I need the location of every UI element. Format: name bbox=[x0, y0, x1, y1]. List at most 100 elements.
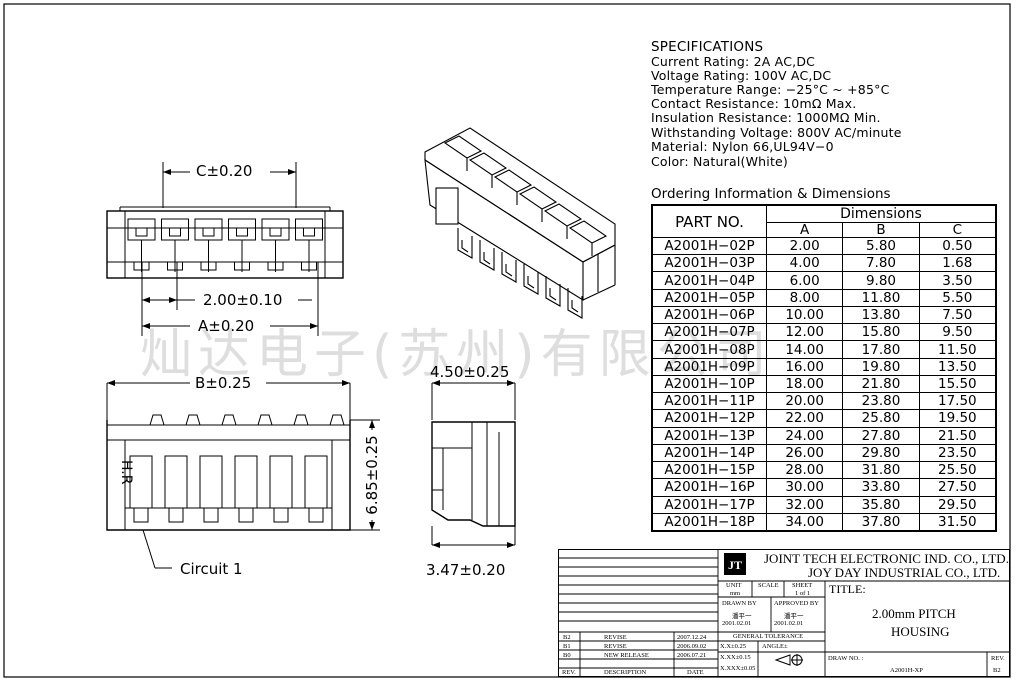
dimension-cell: 21.80 bbox=[842, 374, 920, 394]
dimension-cell: 25.80 bbox=[842, 409, 920, 428]
bottom-slot bbox=[304, 455, 328, 509]
part-no-cell: A2001H−09P bbox=[652, 357, 767, 376]
description-column-header: DESCRIPTION bbox=[604, 669, 647, 676]
dimension-cell: 30.00 bbox=[765, 478, 844, 497]
rib bbox=[568, 220, 608, 244]
part-no-cell: A2001H−05P bbox=[652, 288, 767, 307]
dim-depth-label: 4.50±0.25 bbox=[430, 363, 510, 381]
dimension-cell: 31.80 bbox=[842, 461, 920, 480]
spec-line: Material: Nylon 66,UL94V−0 bbox=[651, 139, 834, 154]
spec-line: Voltage Rating: 100V AC,DC bbox=[651, 68, 832, 83]
dimension-cell: 4.00 bbox=[765, 254, 844, 273]
part-no-cell: A2001H−08P bbox=[652, 340, 767, 359]
part-no-cell: A2001H−11P bbox=[652, 392, 767, 411]
dim-a-label: A±0.20 bbox=[198, 317, 255, 335]
part-no-cell: A2001H−06P bbox=[652, 305, 767, 325]
revision-desc: NEW RELEASE bbox=[604, 652, 649, 659]
pin-slot bbox=[161, 218, 189, 241]
pin-slot bbox=[295, 218, 323, 241]
revision-rev: B2 bbox=[563, 634, 571, 641]
dimension-cell: 2.00 bbox=[765, 236, 844, 256]
pin-window bbox=[202, 227, 215, 237]
revision-desc: REVISE bbox=[604, 643, 627, 650]
pin-slot bbox=[127, 218, 156, 241]
dimension-cell: 5.80 bbox=[842, 236, 920, 256]
dimension-cell: 13.80 bbox=[842, 305, 920, 325]
dimension-cell: 16.00 bbox=[765, 357, 844, 376]
dimension-cell: 11.50 bbox=[918, 340, 997, 359]
tolerance-x: X.X±0.25 bbox=[720, 643, 746, 650]
part-no-cell: A2001H−15P bbox=[652, 461, 767, 480]
rib bbox=[543, 203, 583, 227]
unit-value: mm bbox=[730, 590, 741, 597]
rib bbox=[468, 152, 508, 176]
tolerance-xx: X.XX±0.15 bbox=[720, 654, 751, 661]
angle-label: ANGLE± bbox=[762, 643, 788, 650]
pin-slot bbox=[228, 218, 256, 241]
revision-rev: B1 bbox=[563, 643, 571, 650]
tolerance-xxx: X.XXX±0.05 bbox=[720, 665, 756, 672]
dimension-cell: 17.50 bbox=[918, 392, 997, 411]
rev-value: B2 bbox=[993, 667, 1001, 674]
bottom-slot bbox=[199, 455, 223, 509]
company-logo-icon: JT bbox=[724, 553, 746, 575]
spec-heading: SPECIFICATIONS bbox=[651, 39, 764, 55]
dimension-cell: 37.80 bbox=[842, 512, 920, 532]
dimension-cell: 19.50 bbox=[918, 409, 997, 428]
dimension-cell: 33.80 bbox=[842, 478, 920, 497]
dimension-cell: 25.50 bbox=[918, 461, 997, 480]
isometric-view bbox=[424, 127, 616, 319]
title-block bbox=[558, 549, 1010, 677]
dimension-cell: 28.00 bbox=[765, 461, 844, 480]
col-c-header: C bbox=[918, 222, 997, 238]
part-no-cell: A2001H−03P bbox=[652, 254, 767, 273]
col-a-header: A bbox=[765, 222, 844, 238]
part-no-cell: A2001H−04P bbox=[652, 271, 767, 290]
dimension-cell: 12.00 bbox=[765, 323, 844, 342]
date-column-header: DATE bbox=[687, 669, 704, 676]
spec-line: Temperature Range: −25°C ~ +85°C bbox=[651, 82, 890, 97]
sheet-label: SHEET bbox=[792, 582, 813, 589]
company-name-1: JOINT TECH ELECTRONIC IND. CO., LTD. bbox=[764, 551, 1009, 566]
top-tooth bbox=[149, 414, 165, 426]
top-tooth bbox=[185, 414, 201, 426]
part-no-cell: A2001H−16P bbox=[652, 478, 767, 497]
dimension-cell: 3.50 bbox=[918, 271, 997, 290]
sheet-border bbox=[3, 3, 1011, 678]
approved-by-name: 潘平一 bbox=[784, 613, 804, 620]
pin-slot bbox=[194, 218, 223, 241]
spec-line: Insulation Resistance: 1000MΩ Min. bbox=[651, 110, 881, 125]
bottom-view bbox=[106, 382, 380, 569]
dim-height-label: 6.85±0.25 bbox=[363, 435, 381, 515]
top-tooth bbox=[221, 414, 237, 426]
spec-line: Current Rating: 2A AC,DC bbox=[651, 54, 816, 69]
draw-no-label: DRAW NO. : bbox=[828, 655, 864, 662]
spec-line: Contact Resistance: 10mΩ Max. bbox=[651, 96, 857, 111]
dimension-cell: 31.50 bbox=[918, 512, 997, 532]
dimension-cell: 9.80 bbox=[842, 271, 920, 290]
drawn-by-name: 潘平一 bbox=[732, 613, 752, 620]
part-no-header: PART NO. bbox=[652, 205, 767, 238]
rib bbox=[518, 186, 558, 210]
pin-slot bbox=[261, 218, 290, 241]
approved-by-label: APPROVED BY bbox=[774, 600, 819, 607]
dimension-cell: 7.80 bbox=[842, 254, 920, 273]
rev-label: REV. bbox=[991, 655, 1005, 662]
hr-marking: H.R bbox=[118, 460, 134, 485]
drawn-date: 2001.02.01 bbox=[722, 620, 752, 627]
circuit-label: Circuit 1 bbox=[180, 560, 243, 578]
dimension-cell: 13.50 bbox=[918, 357, 997, 376]
